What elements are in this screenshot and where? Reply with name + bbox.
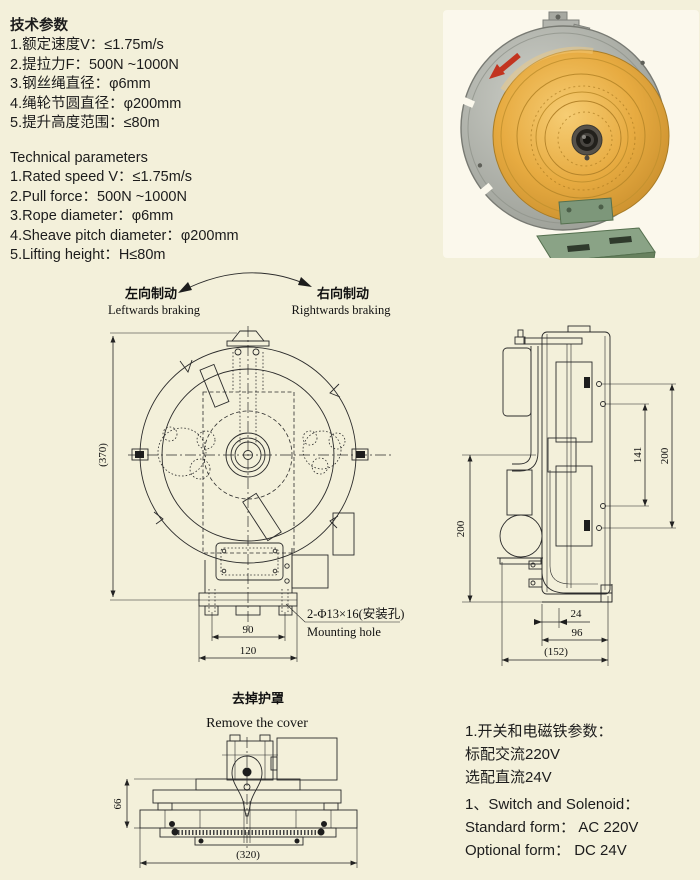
dim-66: 66 [112, 798, 124, 810]
mounting-hole-label-en: Mounting hole [307, 625, 381, 639]
spec-line: 4.Sheave pitch diameter：φ200mm [10, 227, 239, 244]
dim-152: (152) [544, 646, 568, 658]
specs-cn-title: 技术参数 [10, 18, 68, 34]
dim-96: 96 [572, 627, 584, 639]
cover-title-en: Remove the cover [206, 716, 308, 731]
solenoid-en-title: 1、Switch and Solenoid： [465, 796, 640, 813]
dim-120: 120 [240, 645, 257, 657]
dim-90: 90 [243, 624, 255, 636]
spec-line: 4.绳轮节圆直径：φ200mm [10, 95, 182, 112]
dim-320: (320) [236, 849, 260, 861]
engineering-drawings: 左向制动 Leftwards braking 右向制动 Rightwards b… [97, 272, 676, 868]
side-view-drawing: 141 200 200 24 96 (152) [455, 325, 676, 666]
rightwards-braking-cn: 右向制动 [316, 286, 369, 301]
spec-line: 1.额定速度V：≤1.75m/s [10, 37, 164, 53]
left-arrowhead-icon [178, 282, 192, 293]
cover-title-cn: 去掉护罩 [232, 691, 284, 706]
dim-370: (370) [97, 443, 109, 467]
dim-200-right: 200 [659, 447, 671, 464]
leftwards-braking-en: Leftwards braking [108, 303, 201, 317]
dim-200-left: 200 [455, 520, 467, 537]
specs-chinese: 技术参数 1.额定速度V：≤1.75m/s 2.提拉力F：500N ~1000N… [10, 16, 181, 134]
solenoid-note-cn: 1.开关和电磁铁参数： 标配交流220V 选配直流24V [465, 720, 613, 789]
spec-line: 5.Lifting height：H≤80m [10, 247, 166, 264]
leftwards-braking-cn: 左向制动 [125, 286, 177, 301]
solenoid-cn-title: 1.开关和电磁铁参数： [465, 723, 613, 740]
front-view-drawing: (370) 90 120 2-Φ13×16(安装孔) Mounting hole [97, 326, 404, 662]
spec-line: 5.提升高度范围：≤80m [10, 115, 160, 132]
spec-line: 3.钢丝绳直径：φ6mm [10, 76, 151, 93]
spec-line: 3.Rope diameter：φ6mm [10, 208, 174, 225]
spec-line: 2.Pull force：500N ~1000N [10, 188, 187, 205]
cover-removed-drawing: 去掉护罩 Remove the cover [112, 691, 358, 868]
mounting-hole-label-cn: 2-Φ13×16(安装孔) [307, 606, 404, 621]
dim-24: 24 [571, 608, 583, 620]
spec-line: 标配交流220V [465, 746, 561, 763]
spec-line: Optional form： DC 24V [465, 842, 627, 859]
right-arrowhead-icon [298, 277, 312, 287]
rotation-arrow-icon [489, 52, 521, 79]
dim-141: 141 [632, 447, 644, 464]
rightwards-braking-en: Rightwards braking [292, 303, 392, 317]
solenoid-note-en: 1、Switch and Solenoid： Standard form： AC… [465, 793, 639, 862]
spec-line: 2.提拉力F：500N ~1000N [10, 56, 179, 73]
specs-english: Technical parameters 1.Rated speed V：≤1.… [10, 148, 239, 266]
product-photo [443, 10, 699, 258]
spec-line: 选配直流24V [465, 769, 552, 786]
specs-en-title: Technical parameters [10, 150, 148, 166]
braking-direction-annotation: 左向制动 Leftwards braking 右向制动 Rightwards b… [108, 272, 392, 317]
mounting-bracket [536, 197, 656, 258]
hub [571, 124, 603, 161]
spec-line: 1.Rated speed V：≤1.75m/s [10, 169, 193, 185]
spec-line: Standard form： AC 220V [465, 819, 639, 836]
